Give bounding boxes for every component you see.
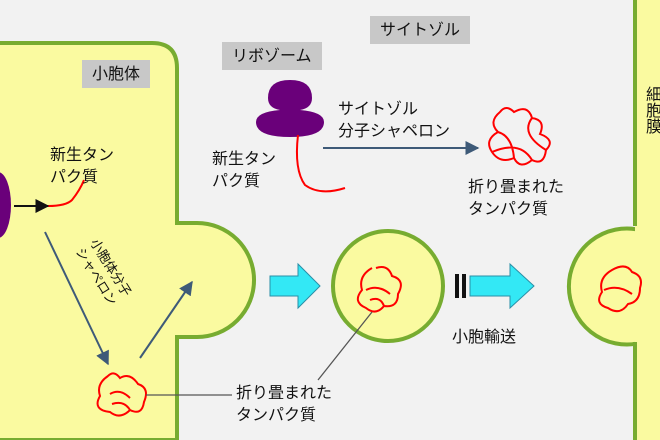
folded-protein-vesicle xyxy=(356,266,402,313)
label-line: タンパク質 xyxy=(236,405,317,424)
label-line: 新生タン xyxy=(212,149,277,168)
nascent-chain-center xyxy=(295,134,346,193)
transport-arrow-1 xyxy=(269,262,321,310)
transport-bar-1 xyxy=(455,274,459,298)
label-line: パク質 xyxy=(50,167,99,186)
label-line: 分子シャペロン xyxy=(338,121,451,140)
label-line: 折り畳まれた xyxy=(468,177,565,196)
label-right-edge: 細胞膜 xyxy=(643,86,660,134)
transport-vesicle xyxy=(331,229,445,343)
folded-protein-right xyxy=(598,265,642,313)
label-line: 新生タン xyxy=(50,145,115,164)
er-membrane xyxy=(0,41,256,440)
folded-protein-cytosol xyxy=(488,107,551,166)
er-pathway-arrow-up xyxy=(139,280,193,359)
label-folded-bottom: 折り畳まれた タンパク質 xyxy=(236,382,332,426)
er-pathway-arrow-down xyxy=(44,231,109,366)
label-nascent-left: 新生タン パク質 xyxy=(50,144,114,188)
label-line: タンパク質 xyxy=(468,199,549,218)
label-line: サイトゾル xyxy=(338,99,419,118)
ribosome-icon xyxy=(256,80,324,137)
label-cytosol: サイトゾル xyxy=(370,16,471,44)
folded-protein-er xyxy=(96,372,147,417)
label-line: パク質 xyxy=(212,171,261,190)
label-er: 小胞体 xyxy=(82,60,151,88)
nascent-chain-left xyxy=(47,179,85,207)
right-membrane-strip xyxy=(635,0,660,440)
label-line: 折り畳まれた xyxy=(236,383,333,402)
label-vesicle-transport: 小胞輸送 xyxy=(452,327,517,346)
label-cytosol-chaperone: サイトゾル 分子シャペロン xyxy=(338,98,450,142)
leader-line-vesicle xyxy=(317,311,373,381)
er-ribosome xyxy=(0,172,11,238)
transport-bar-2 xyxy=(462,274,466,298)
label-folded-top: 折り畳まれた タンパク質 xyxy=(468,176,564,220)
label-ribosome: リボゾーム xyxy=(222,42,322,70)
label-nascent-center: 新生タン パク質 xyxy=(212,148,276,192)
transport-arrow-2 xyxy=(469,262,535,310)
